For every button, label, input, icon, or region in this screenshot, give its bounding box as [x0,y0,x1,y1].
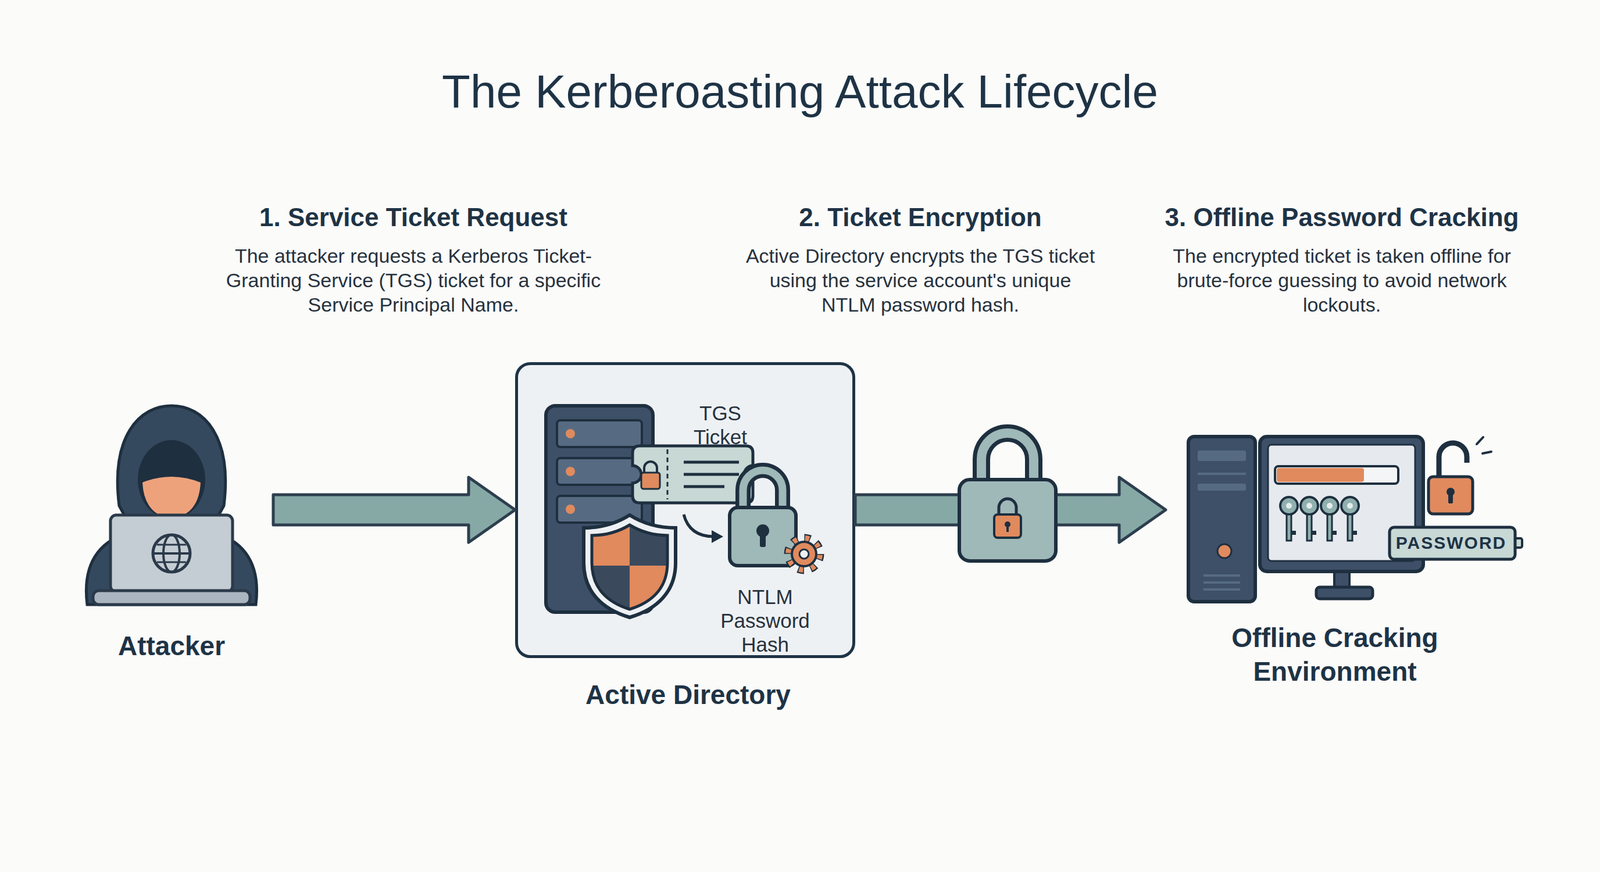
attacker-figure [93,590,250,605]
open-padlock-icon [1446,487,1455,496]
attacker-figure [110,515,233,592]
encrypted-ticket-padlock [1004,521,1011,528]
step-heading: 1. Service Ticket Request [209,201,617,234]
password-tag [1389,527,1523,560]
encrypted-ticket-padlock [998,498,1017,516]
attacker-figure [156,561,187,564]
attacker-figure [152,534,191,573]
computer-tower [1197,483,1246,491]
flow-arrow [855,477,1166,543]
key-icons [1311,530,1317,535]
node-label: Attacker [69,629,274,663]
monitor-icon [1268,444,1416,562]
attacker-figure [137,440,206,520]
key-icons [1347,514,1353,541]
icon-label: TGS Ticket [673,401,767,449]
computer-tower [1188,436,1256,602]
step-description: Active Directory encrypts the TGS ticket… [744,243,1097,317]
step-heading: 2. Ticket Encryption [716,201,1124,234]
monitor-icon [1275,466,1399,484]
step-description: The attacker requests a Kerberos Ticket-… [224,243,603,317]
monitor-icon [1259,436,1424,599]
key-icons [1331,530,1337,535]
attacker-figure [152,552,191,555]
diagram-title: The Kerberoasting Attack Lifecycle [0,63,1600,120]
step-heading: 3. Offline Password Cracking [1120,201,1563,234]
cracking-environment-node: Offline Cracking Environment [1165,418,1505,611]
key-icons [1291,530,1296,535]
key-icons [1280,497,1359,541]
encrypted-ticket-padlock [959,479,1056,562]
node-label: Active Directory [518,677,859,712]
computer-tower [1188,436,1256,602]
open-padlock-icon [1448,493,1453,504]
open-padlock-icon [1476,437,1484,445]
key-icons [1286,502,1292,509]
key-icons [1286,514,1292,541]
monitor-icon [1316,587,1373,599]
key-icons [1320,497,1339,515]
computer-tower [1217,544,1232,559]
password-tag [1515,538,1523,548]
monitor-icon [1276,468,1364,482]
key-icons [1352,530,1357,535]
key-icons [1347,502,1353,509]
encrypted-ticket-padlock [959,433,1056,562]
open-padlock-icon [1428,437,1492,514]
key-icons [1280,497,1298,515]
key-icons [1300,497,1319,515]
monitor-icon [1334,570,1350,589]
key-icons [1341,497,1359,515]
open-padlock-icon [1482,451,1492,454]
computer-tower [1197,472,1246,475]
attacker-node: Attacker [69,401,274,663]
attacker-figure [86,405,257,605]
attacker-figure [86,405,257,605]
step-description: The encrypted ticket is taken offline fo… [1163,243,1521,317]
attacker-figure [156,544,187,546]
computer-tower [1203,581,1241,584]
attacker-figure [163,534,180,573]
encrypted-ticket-padlock [994,514,1021,538]
attacker-figure [142,476,201,519]
encrypted-ticket-padlock [981,433,1034,484]
key-icons [1306,502,1313,509]
icon-label: NTLM Password Hash [714,584,817,657]
key-icons [1327,514,1332,541]
computer-tower [1203,574,1241,577]
encrypted-ticket-padlock [981,433,1034,484]
encrypted-ticket-padlock [1006,525,1009,532]
key-icons [1326,502,1333,509]
node-label: Offline Cracking Environment [1206,620,1463,689]
tag-text: PASSWORD [1393,532,1510,554]
password-tag [1389,527,1516,560]
key-icons [1306,514,1312,541]
flow-arrow [273,477,516,543]
open-padlock-icon [1438,443,1467,477]
computer-tower [1203,588,1241,591]
open-padlock-icon [1428,476,1473,514]
computer-tower [1197,450,1246,462]
